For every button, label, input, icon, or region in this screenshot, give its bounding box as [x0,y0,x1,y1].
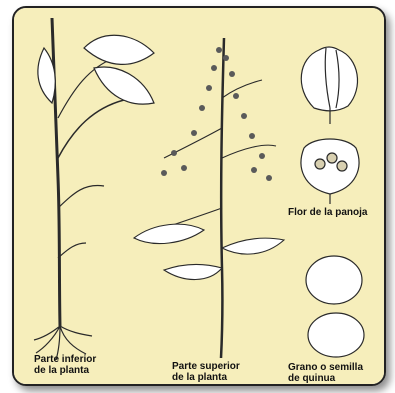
label-upper-part-line2: de la planta [172,372,240,383]
label-grain-seed: Grano o semilla de quinua [288,362,363,384]
label-panicle-flower: Flor de la panoja [288,207,367,218]
label-lower-part-line2: de la planta [34,365,96,376]
label-lower-part: Parte inferior de la planta [34,354,96,376]
label-grain-seed-line1: Grano o semilla [288,362,363,373]
seed-top-view [306,256,362,304]
label-grain-seed-line2: de quinua [288,373,363,384]
label-upper-part-line1: Parte superior [172,361,240,372]
diagram-card: Parte inferior de la planta Parte superi… [12,6,386,386]
quinoa-illustration [14,8,384,384]
seed-side-view [308,313,364,357]
label-upper-part: Parte superior de la planta [172,361,240,383]
label-lower-part-line1: Parte inferior [34,354,96,365]
